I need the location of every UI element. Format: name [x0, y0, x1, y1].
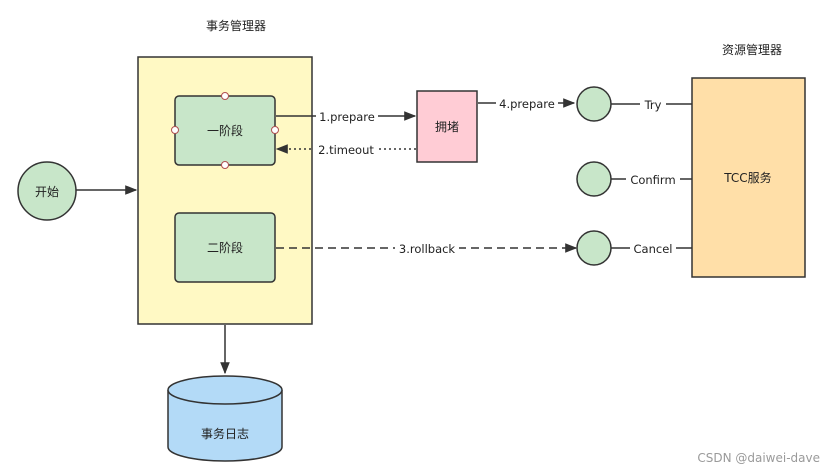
timeout-label-bg	[314, 142, 378, 157]
blocked-box	[416, 90, 478, 163]
prepare-label-bg	[316, 109, 378, 124]
try-circle	[576, 86, 612, 122]
blocked-label: 拥堵	[435, 120, 459, 134]
rollback-label-bg	[395, 241, 459, 256]
connector-dot-bottom	[221, 161, 229, 169]
watermark: CSDN @daiwei-dave	[697, 451, 820, 465]
try-label: Try	[644, 98, 662, 112]
confirm-circle	[576, 161, 612, 197]
transaction-log-cylinder	[167, 375, 283, 462]
cancel-circle	[576, 230, 612, 266]
timeout-label: 2.timeout	[318, 143, 374, 157]
tcc-service-label: TCC服务	[723, 170, 771, 185]
confirm-label: Confirm	[630, 173, 675, 187]
cancel-label: Cancel	[634, 242, 673, 256]
try-label-bg	[640, 97, 666, 112]
connector-dot-top	[221, 92, 229, 100]
connector-dot-right	[271, 126, 279, 134]
tcc-service-box	[691, 77, 806, 278]
prepare-label: 1.prepare	[319, 110, 375, 124]
cancel-label-bg	[630, 241, 676, 256]
resource-manager-title: 资源管理器	[722, 42, 782, 57]
connector-dot-left	[171, 126, 179, 134]
transaction-log-label: 事务日志	[201, 426, 249, 441]
phase-one-label: 一阶段	[207, 123, 243, 138]
start-node	[17, 161, 77, 221]
phase-two-box	[174, 212, 276, 283]
start-label: 开始	[35, 185, 59, 199]
phase-two-label: 二阶段	[207, 240, 243, 255]
prepare4-label-bg	[496, 96, 558, 111]
prepare4-label: 4.prepare	[499, 97, 555, 111]
rollback-label: 3.rollback	[399, 242, 456, 256]
confirm-label-bg	[626, 172, 680, 187]
transaction-manager-title: 事务管理器	[206, 18, 266, 33]
